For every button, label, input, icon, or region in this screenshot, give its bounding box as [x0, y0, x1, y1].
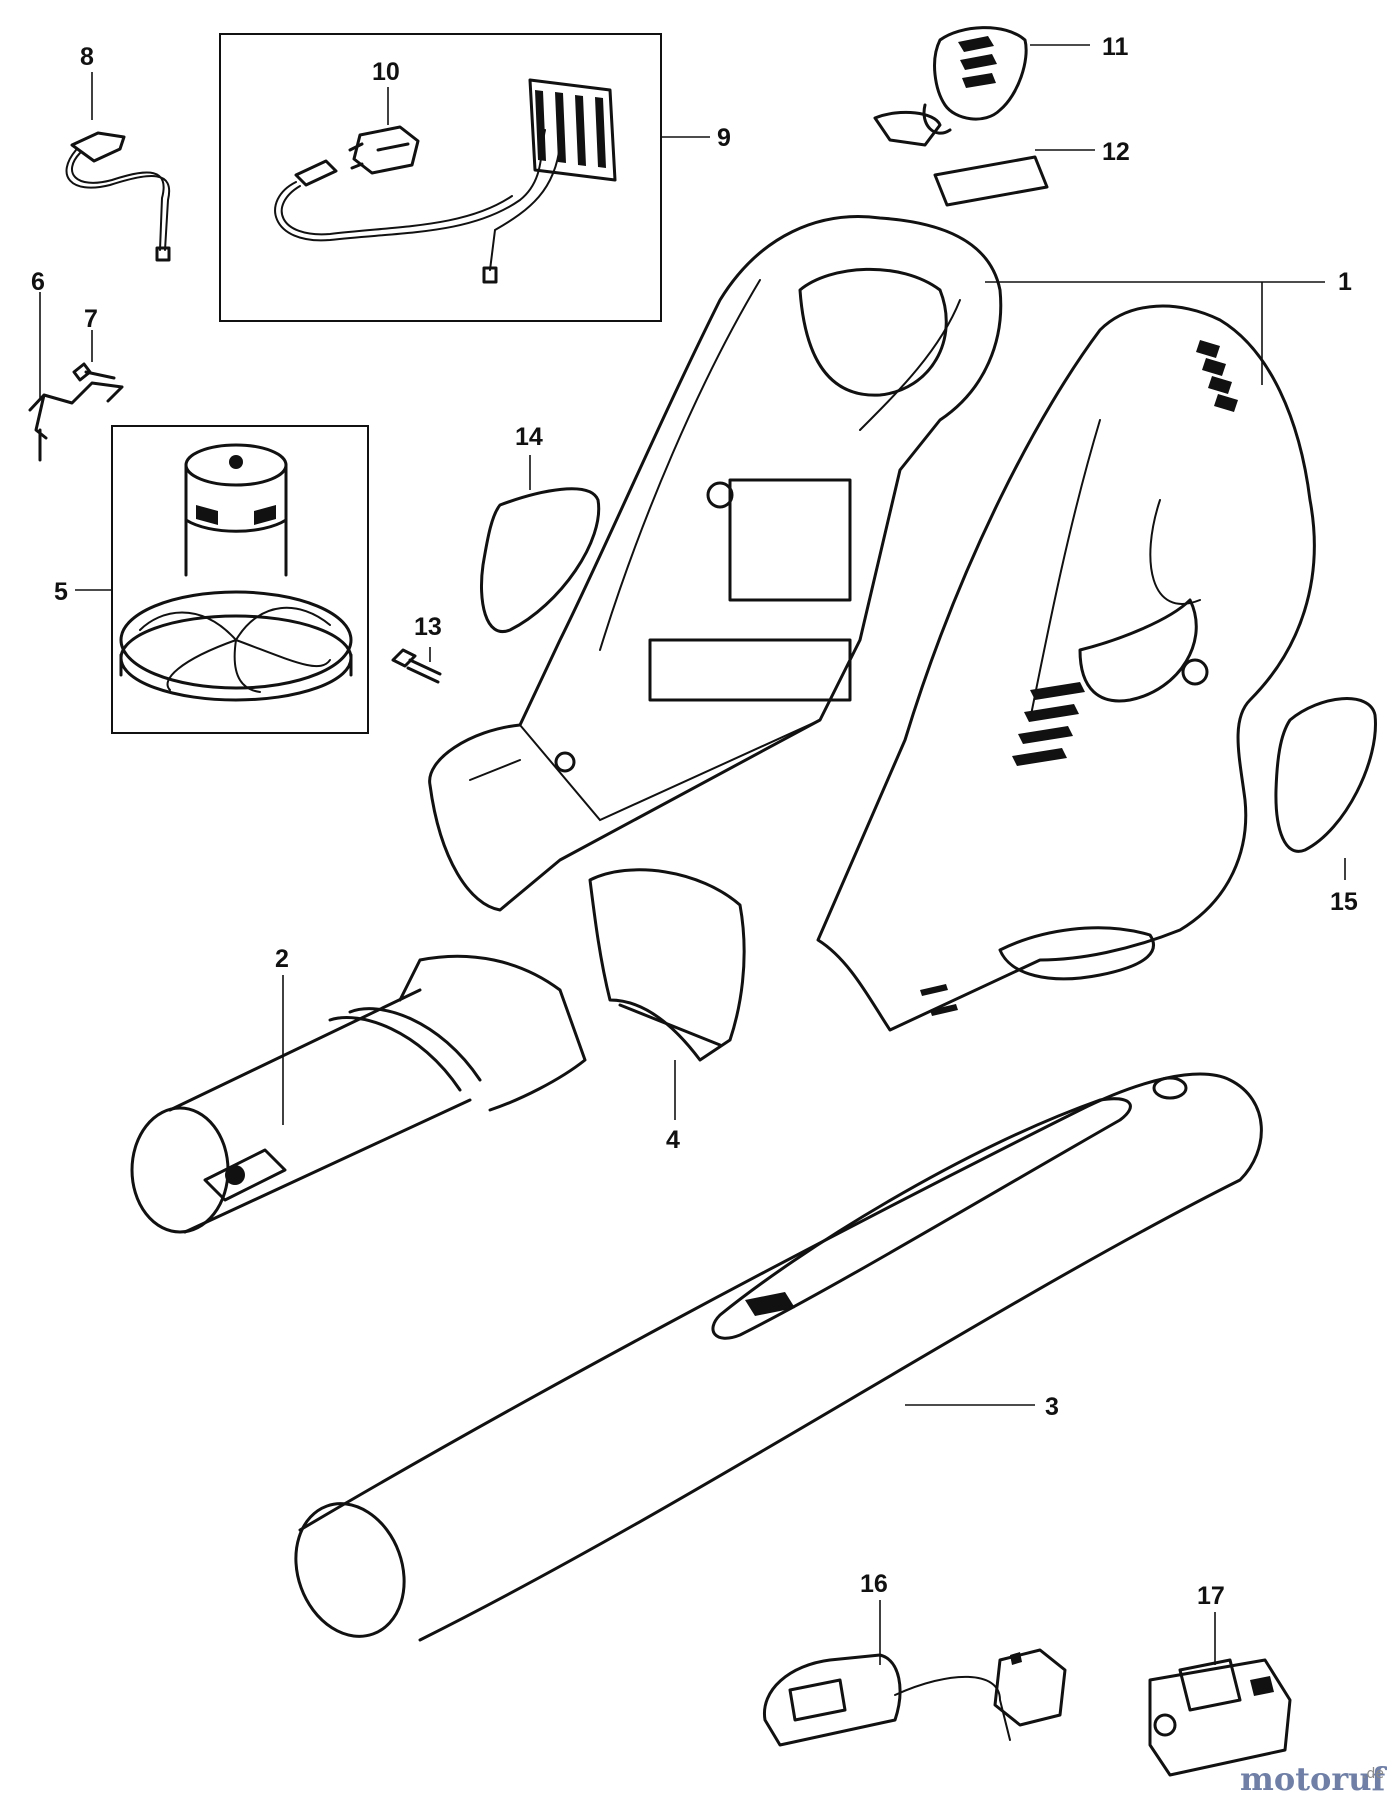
part-17-battery	[1148, 1658, 1292, 1777]
callout-12: 12	[1102, 138, 1130, 166]
part-5-motor-fan	[119, 443, 353, 702]
callout-4: 4	[666, 1126, 680, 1154]
watermark-brand: motoruf	[1240, 1760, 1387, 1798]
callout-17: 17	[1197, 1582, 1225, 1610]
callout-6: 6	[31, 268, 45, 296]
frame-motor-assembly	[111, 425, 369, 734]
leader-lines	[39, 44, 1346, 1665]
callout-13: 13	[414, 613, 442, 641]
part-12-label-strip	[933, 155, 1049, 207]
callout-15: 15	[1330, 888, 1358, 916]
callout-16: 16	[860, 1570, 888, 1598]
callout-9: 9	[717, 124, 731, 152]
part-16-charger	[762, 1648, 1067, 1747]
part-10-switch	[348, 125, 420, 175]
frame-wiring-assembly	[219, 33, 662, 322]
callout-10: 10	[372, 58, 400, 86]
part-3-nozzle	[294, 1072, 1263, 1642]
part-9-wiring-harness	[274, 78, 617, 284]
part-1-housing-left	[428, 215, 1003, 912]
part-15-side-label	[1274, 697, 1377, 853]
callout-3: 3	[1045, 1393, 1059, 1421]
callout-7: 7	[84, 305, 98, 333]
callout-1: 1	[1338, 268, 1352, 296]
callout-8: 8	[80, 43, 94, 71]
part-13-screw	[391, 648, 442, 684]
part-11-trigger	[873, 26, 1028, 147]
callout-14: 14	[515, 423, 543, 451]
callout-11: 11	[1102, 33, 1129, 61]
part-7-screw	[72, 362, 116, 382]
part-14-side-label	[479, 487, 601, 634]
part-4-adapter	[588, 868, 746, 1062]
part-2-tube	[130, 954, 587, 1234]
part-8-connector-wire	[65, 131, 171, 262]
watermark-tld: .de	[1362, 1766, 1384, 1782]
callout-2: 2	[275, 945, 289, 973]
callout-5: 5	[54, 578, 68, 606]
part-6-clip	[28, 381, 124, 462]
part-1-housing-right	[816, 304, 1316, 1032]
